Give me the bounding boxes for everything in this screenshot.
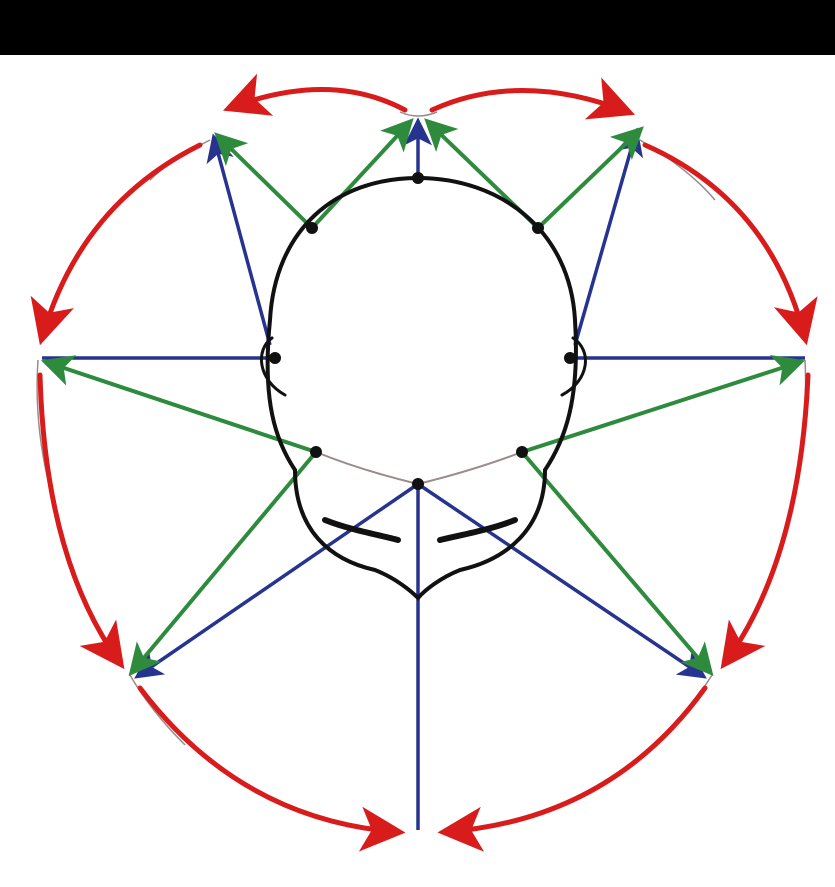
point-upper-left	[306, 222, 318, 234]
point-left	[269, 352, 281, 364]
point-lower-left	[310, 446, 322, 458]
point-right	[564, 352, 576, 364]
point-lower-right	[516, 446, 528, 458]
point-upper-right	[532, 222, 544, 234]
point-crown	[412, 172, 424, 184]
point-chin	[412, 478, 424, 490]
